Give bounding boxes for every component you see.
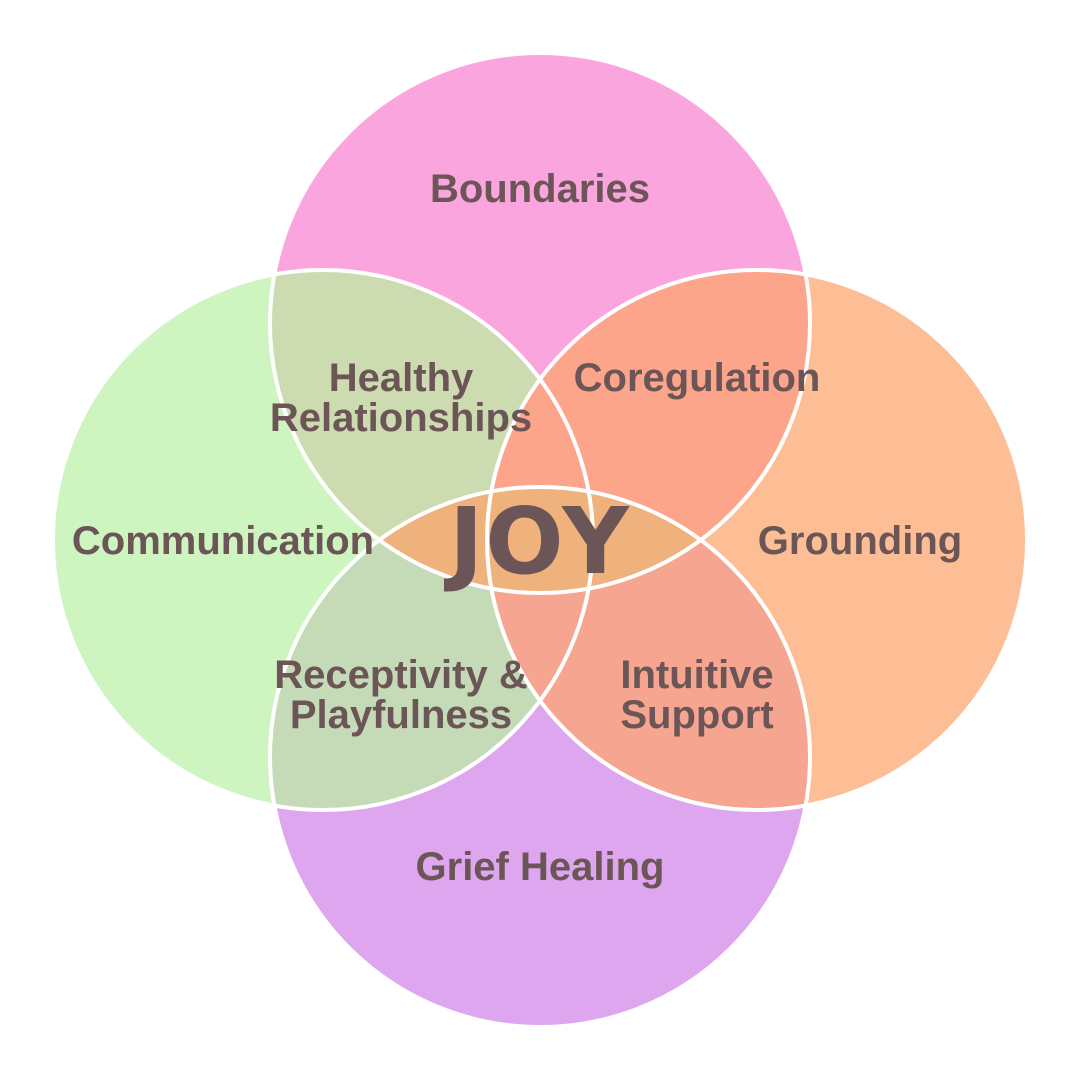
healthy-label: Healthy [329, 356, 474, 400]
communication-label: Communication [72, 519, 374, 563]
grounding-label: Grounding [758, 519, 962, 563]
playfulness-label: Playfulness [290, 693, 512, 737]
coregulation-label: Coregulation [574, 356, 821, 400]
joy-label: JOY [443, 488, 631, 595]
grief-healing-label: Grief Healing [416, 845, 665, 889]
relationships-label: Relationships [270, 396, 532, 440]
receptivity-label: Receptivity & [274, 653, 527, 697]
right-circle-outline [485, 268, 1029, 812]
boundaries-label: Boundaries [430, 167, 650, 211]
intuitive-label: Intuitive [620, 653, 773, 697]
support-label: Support [620, 693, 773, 737]
left-circle-outline [51, 268, 595, 812]
top-circle-outline [268, 51, 812, 595]
bottom-circle-outline [268, 485, 812, 1029]
circle-outlines [51, 51, 1029, 1029]
